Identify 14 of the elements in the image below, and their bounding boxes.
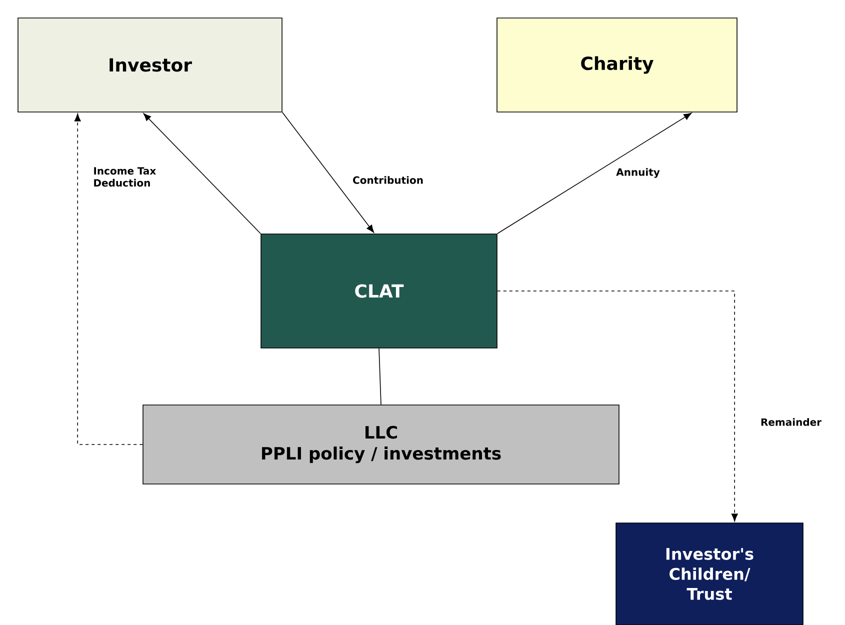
box: Investor xyxy=(18,18,282,112)
box: Charity xyxy=(496,18,738,112)
box: CLAT xyxy=(260,234,498,348)
edge-label: Remainder xyxy=(759,417,823,427)
edge-label: Contribution xyxy=(352,175,424,185)
arrow xyxy=(497,112,692,234)
box: LLC PPLI policy / investments xyxy=(142,404,620,484)
edge-label: Annuity xyxy=(615,167,661,179)
arrow xyxy=(74,114,143,445)
arrow xyxy=(282,112,374,233)
arrow xyxy=(143,113,261,234)
edge-label: Income Tax Deduction xyxy=(92,166,164,188)
arrow xyxy=(497,290,738,522)
box: Investor's Children/ Trust xyxy=(616,522,804,625)
